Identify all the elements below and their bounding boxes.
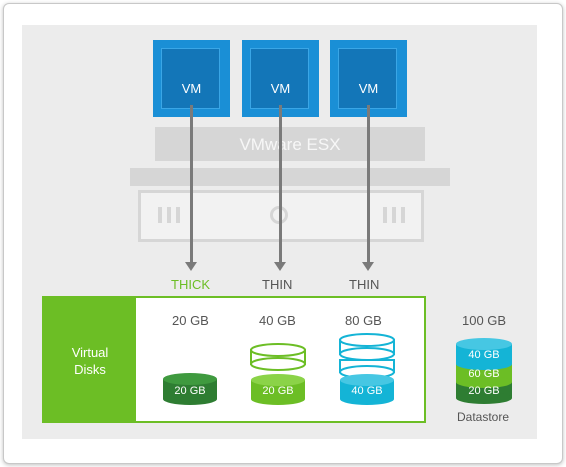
- server-slot: [392, 207, 396, 223]
- vm-label: VM: [181, 81, 202, 96]
- thin-label-1: THIN: [262, 277, 293, 292]
- thick-label: THICK: [171, 277, 210, 292]
- datastore-label: Datastore: [456, 410, 510, 424]
- virtual-disks-label-line1: Virtual: [71, 345, 109, 360]
- hypervisor-label: VMware ESX: [239, 135, 341, 154]
- thin-disk-1-label: 20 GB: [262, 385, 294, 397]
- hypervisor-layer: VMware ESX: [155, 127, 425, 161]
- server-slot: [176, 207, 180, 223]
- datastore-capacity: 100 GB: [462, 313, 507, 328]
- vm-box-3: VM: [330, 40, 407, 117]
- server-slot: [167, 207, 171, 223]
- arrow-head-1: [185, 262, 197, 271]
- server-slot: [383, 207, 387, 223]
- arrow-line-1: [190, 105, 193, 263]
- server-slot: [158, 207, 162, 223]
- vdisk-size-3: 80 GB: [345, 313, 382, 328]
- virtual-disks-header: Virtual Disks: [44, 298, 136, 421]
- vm-box-2: VM: [242, 40, 319, 117]
- virtual-disks-label-line2: Disks: [74, 362, 106, 377]
- arrow-head-3: [362, 262, 374, 271]
- datastore-segment-3: 20 GB: [468, 385, 500, 397]
- thin-label-2: THIN: [349, 277, 380, 292]
- vm-box-1: VM: [153, 40, 230, 117]
- vm-label: VM: [270, 81, 291, 96]
- thick-disk-icon: [163, 373, 217, 405]
- virtual-disks-label: Virtual Disks: [44, 344, 136, 378]
- vm-label: VM: [358, 81, 379, 96]
- thin-disk-1-icon: [250, 343, 306, 405]
- vm-inner-3: [338, 48, 397, 109]
- vdisk-size-2: 40 GB: [259, 313, 296, 328]
- datastore-icon: [456, 338, 512, 404]
- arrow-head-2: [274, 262, 286, 271]
- datastore-segment-1: 40 GB: [468, 349, 500, 361]
- arrow-line-2: [279, 105, 282, 263]
- server-top: [130, 168, 450, 186]
- thick-disk-label: 20 GB: [174, 385, 206, 397]
- vdisk-size-1: 20 GB: [172, 313, 209, 328]
- thin-disk-2-icon: [339, 333, 395, 405]
- server-slot: [401, 207, 405, 223]
- vm-inner-1: [161, 48, 220, 109]
- arrow-line-3: [367, 105, 370, 263]
- datastore-segment-2: 60 GB: [468, 368, 500, 380]
- thin-disk-2-label: 40 GB: [351, 385, 383, 397]
